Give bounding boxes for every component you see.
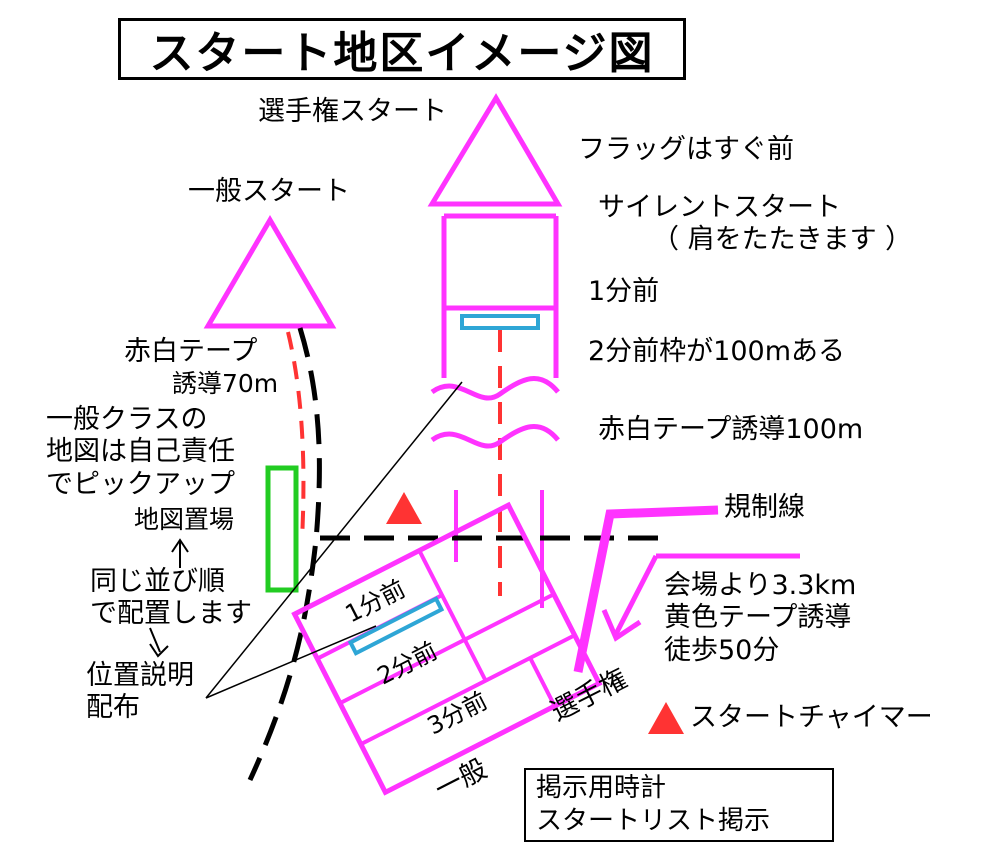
- small-arrow-down: [149, 627, 169, 658]
- map-place-label: 地図置場: [134, 505, 235, 534]
- pointer-line-1: [205, 381, 463, 699]
- boundary-dashed-curve: [247, 327, 322, 782]
- general-red-dashed-curve: [286, 331, 306, 541]
- diagram-title: スタート地区イメージ図: [118, 18, 686, 80]
- explain-label: 位置説明 配布: [86, 660, 194, 724]
- silent-start-label: サイレントスタート: [598, 192, 841, 223]
- one-minute-label: 1分前: [588, 276, 660, 307]
- regulation-magenta-line: [573, 505, 719, 673]
- general-start-label: 一般スタート: [188, 176, 350, 207]
- flag-label: フラッグはすぐ前: [578, 134, 794, 165]
- same-order-label: 同じ並び順 で配置します: [90, 566, 252, 630]
- elite-start-label: 選手権スタート: [258, 96, 447, 127]
- wave-break-2: [430, 424, 560, 449]
- small-arrow-up: [171, 538, 189, 568]
- map-placement-area: [265, 465, 299, 593]
- tape-70m-label: 誘導70m: [172, 369, 279, 398]
- tape-left-label: 赤白テープ: [124, 336, 258, 367]
- shoulder-tap-label: （ 肩をたたきます ）: [652, 224, 913, 255]
- start-chime-label: スタートチャイマー: [690, 702, 933, 733]
- general-start-line-bar: [347, 596, 445, 656]
- elite-start-line-bar: [460, 314, 540, 330]
- startlist-label: スタートリスト掲示: [536, 805, 771, 836]
- venue-arrow-head: [601, 609, 642, 642]
- venue-direction-label: 会場より3.3km 黄色テープ誘導 徒歩50分: [664, 570, 857, 666]
- clock-board: 掲示用時計 スタートリスト掲示: [524, 768, 834, 842]
- wave-break-1: [430, 376, 560, 401]
- elite-start-triangle: [427, 93, 563, 207]
- chime-triangle-legend: [648, 702, 684, 734]
- general-start-triangle: [203, 215, 337, 329]
- two-minute-box-label: 2分前枠が100mある: [588, 336, 846, 367]
- tape-100m-label: 赤白テープ誘導100m: [598, 414, 864, 445]
- pointer-line-2: [205, 625, 377, 699]
- clock-label: 掲示用時計: [536, 773, 667, 803]
- start-grid: [291, 501, 603, 796]
- venue-arrow-diag: [613, 554, 659, 636]
- regulation-line-label: 規制線: [724, 492, 805, 523]
- chime-triangle-top: [386, 492, 422, 524]
- map-note-label: 一般クラスの 地図は自己責任 でピックアップ: [46, 404, 235, 500]
